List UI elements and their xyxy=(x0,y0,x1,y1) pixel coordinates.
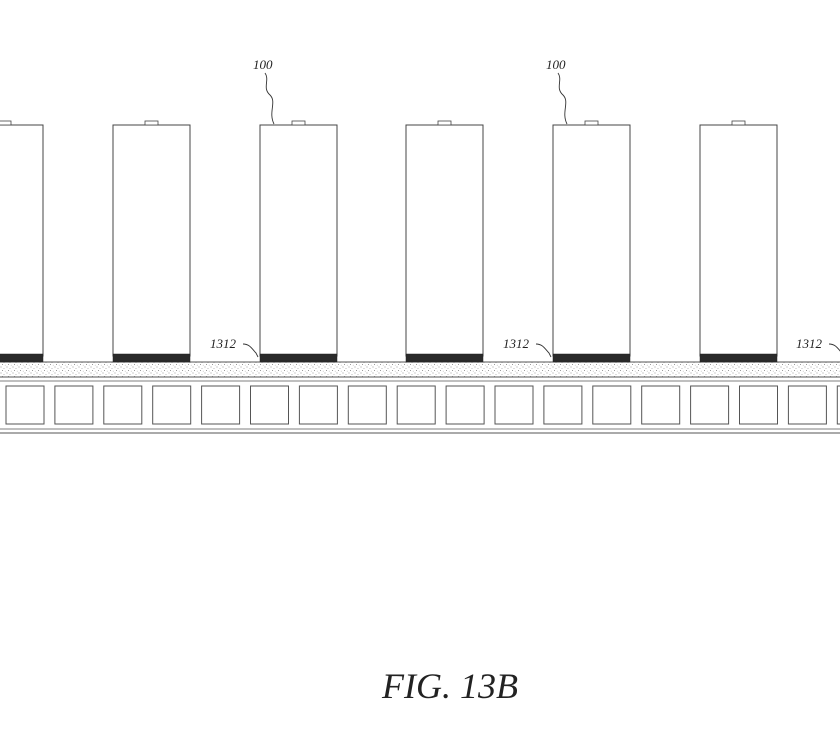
leader-line xyxy=(242,343,259,358)
ref-label-text: 100 xyxy=(253,57,273,72)
cell-terminal xyxy=(291,120,306,126)
channel xyxy=(543,385,583,425)
channel xyxy=(787,385,827,425)
channel xyxy=(5,385,45,425)
battery-cell xyxy=(405,120,484,363)
channel xyxy=(445,385,485,425)
cell-body xyxy=(112,124,191,357)
channel xyxy=(347,385,387,425)
channel-row xyxy=(5,385,840,425)
channel xyxy=(298,385,338,425)
cell-row xyxy=(0,120,778,363)
thermal-pad xyxy=(0,353,44,363)
stippled-layer xyxy=(0,361,840,378)
leader-line xyxy=(264,72,275,125)
battery-cell xyxy=(699,120,778,363)
thermal-pad xyxy=(699,353,778,363)
battery-cell xyxy=(259,120,338,363)
channel xyxy=(152,385,192,425)
cell-body xyxy=(259,124,338,357)
substrate xyxy=(0,361,840,434)
ref-label-text: 1312 xyxy=(796,336,823,351)
channel xyxy=(739,385,778,425)
ref-label-1312-3: 1312 xyxy=(796,336,840,352)
thermal-pad xyxy=(259,353,338,363)
channel xyxy=(250,385,289,425)
cell-terminal xyxy=(437,120,452,126)
ref-label-text: 100 xyxy=(546,57,566,72)
leader-line xyxy=(557,72,568,125)
battery-cell xyxy=(552,120,631,363)
channel xyxy=(103,385,143,425)
leader-line xyxy=(828,343,840,352)
ref-label-1312-2: 1312 xyxy=(503,336,552,358)
cell-terminal xyxy=(0,120,12,126)
ref-label-1312-1: 1312 xyxy=(210,336,259,358)
battery-cell xyxy=(0,120,44,363)
channel xyxy=(54,385,94,425)
figure-caption: FIG. 13B xyxy=(382,666,518,706)
cell-body xyxy=(552,124,631,357)
cell-body xyxy=(405,124,484,357)
thermal-pad xyxy=(552,353,631,363)
thermal-pad xyxy=(405,353,484,363)
channel xyxy=(494,385,534,425)
cell-body xyxy=(699,124,778,357)
ref-label-text: 1312 xyxy=(210,336,237,351)
ref-label-100-left: 100 xyxy=(253,57,275,125)
battery-cell xyxy=(112,120,191,363)
cell-terminal xyxy=(584,120,599,126)
ref-label-text: 1312 xyxy=(503,336,530,351)
channel xyxy=(396,385,436,425)
channel xyxy=(690,385,730,425)
channel xyxy=(641,385,681,425)
thermal-pad xyxy=(112,353,191,363)
leader-line xyxy=(535,343,552,358)
ref-label-100-right: 100 xyxy=(546,57,568,125)
cell-terminal xyxy=(731,120,746,126)
cell-body xyxy=(0,124,44,357)
channel xyxy=(836,385,840,425)
cell-terminal xyxy=(144,120,159,126)
channel xyxy=(592,385,632,425)
channel xyxy=(201,385,241,425)
